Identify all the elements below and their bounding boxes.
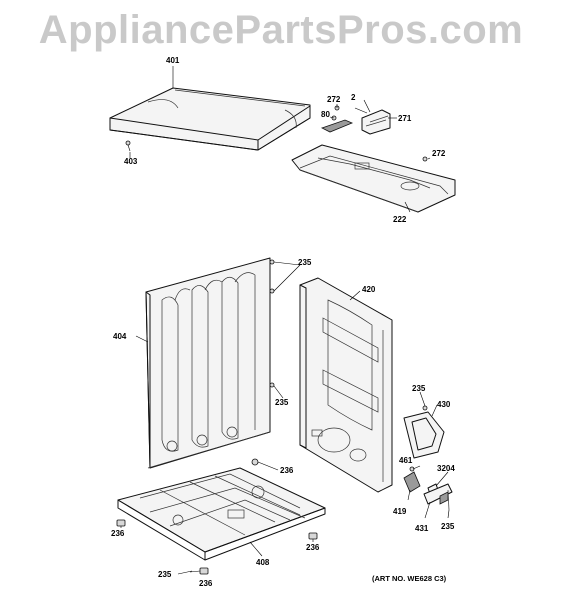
top-rail-222[interactable] — [291, 144, 456, 213]
foot-236-bottom[interactable] — [189, 567, 209, 575]
front-panel-420[interactable] — [299, 277, 393, 493]
watermark-logo: AppliancePartsPros.com — [38, 8, 524, 52]
callout-2: 2 — [351, 93, 356, 102]
callout-419: 419 — [393, 507, 407, 516]
callout-404: 404 — [113, 332, 127, 341]
rear-panel-404[interactable] — [145, 257, 275, 469]
callout-461: 461 — [399, 456, 413, 465]
callout-236-left: 236 — [111, 529, 125, 538]
gasket-430[interactable] — [403, 405, 445, 459]
callout-3204: 3204 — [437, 464, 455, 473]
callout-401: 401 — [166, 56, 180, 65]
foot-236-right[interactable] — [308, 532, 318, 540]
screw-272b[interactable] — [422, 156, 428, 162]
latch-419[interactable] — [403, 471, 421, 493]
leader-lines — [120, 66, 450, 557]
callout-272-top: 272 — [327, 95, 341, 104]
callout-236-mid: 236 — [280, 466, 294, 475]
callout-430: 430 — [437, 400, 451, 409]
callout-222: 222 — [393, 215, 407, 224]
screw-235-bottom[interactable] — [177, 570, 193, 575]
callout-408: 408 — [256, 558, 270, 567]
callout-labels: 401 403 272 2 80 271 272 222 235 404 420… — [111, 56, 455, 588]
callout-236-bottom: 236 — [199, 579, 213, 588]
screw-461[interactable] — [409, 466, 415, 472]
bracket-271[interactable] — [361, 109, 391, 135]
callout-235-right: 235 — [412, 384, 426, 393]
callout-420: 420 — [362, 285, 376, 294]
callout-236-right: 236 — [306, 543, 320, 552]
screw-2[interactable] — [354, 107, 368, 114]
hinge-431[interactable] — [423, 483, 453, 511]
base-408[interactable] — [117, 458, 326, 561]
top-panel-401[interactable] — [109, 87, 311, 151]
foot-236-left[interactable] — [116, 519, 126, 527]
screw-403[interactable] — [125, 140, 131, 152]
callout-403: 403 — [124, 157, 138, 166]
callout-80: 80 — [321, 110, 330, 119]
callout-235-top: 235 — [298, 258, 312, 267]
callout-272-right: 272 — [432, 149, 446, 158]
callout-235-bottom: 235 — [158, 570, 172, 579]
art-number: (ART NO. WE628 C3) — [372, 574, 447, 583]
callout-235-bottom-right: 235 — [441, 522, 455, 531]
callout-271: 271 — [398, 114, 412, 123]
callout-235-mid: 235 — [275, 398, 289, 407]
callout-431: 431 — [415, 524, 429, 533]
